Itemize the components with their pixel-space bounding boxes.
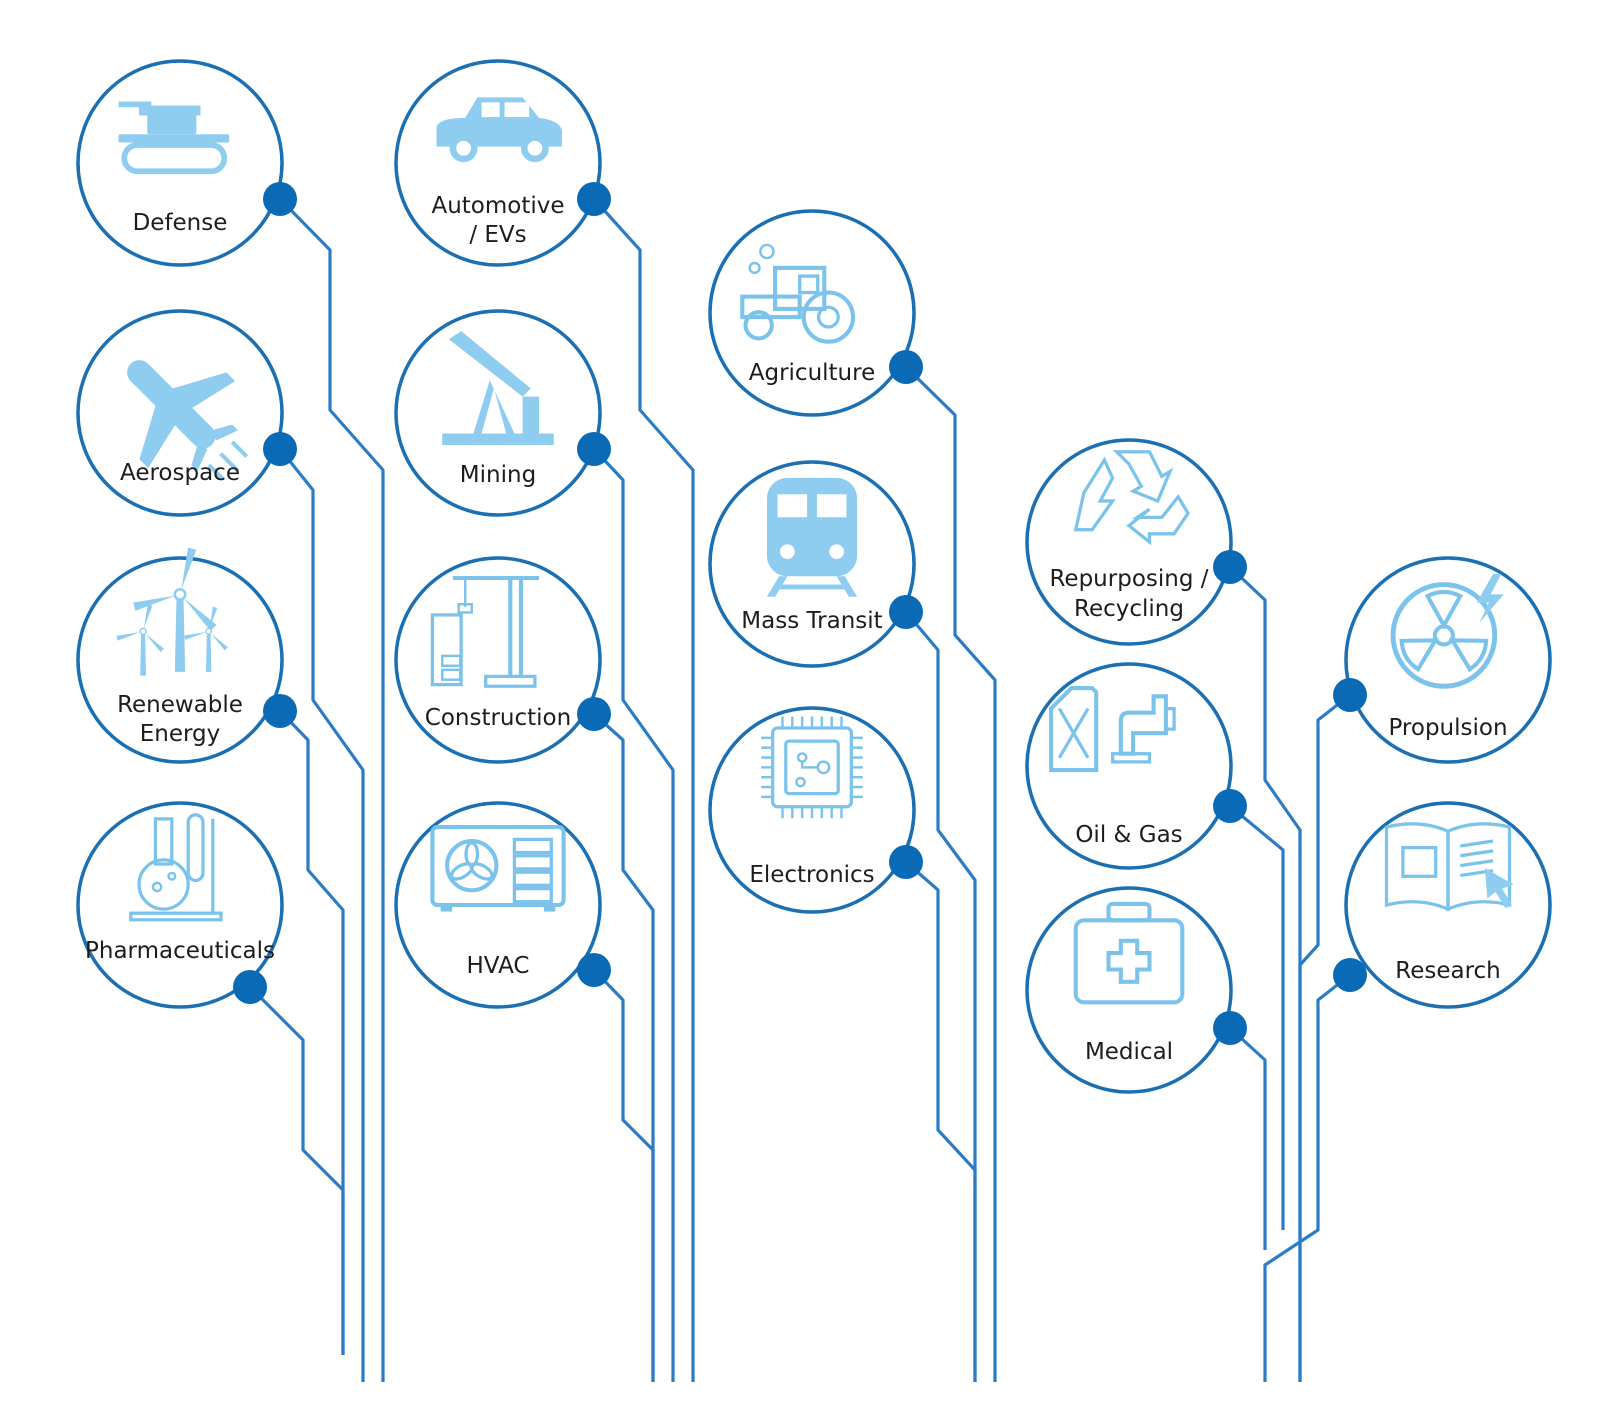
node-label: Electronics	[749, 862, 874, 888]
node-ring	[708, 209, 916, 417]
trace-defense	[278, 197, 385, 1382]
node-label: Agriculture	[749, 360, 876, 386]
node-label: Propulsion	[1388, 715, 1507, 741]
connector-dot	[577, 432, 611, 466]
node-ring	[1025, 662, 1233, 870]
trace-repurposing-recycling	[1228, 565, 1302, 1382]
fan-bolt-icon	[1390, 573, 1504, 689]
microchip-icon	[761, 716, 863, 819]
oil-pump-icon	[442, 331, 554, 445]
node-ring	[394, 309, 602, 517]
circuit-traces	[248, 197, 1351, 1382]
connector-dot	[577, 953, 611, 987]
node-label: Medical	[1085, 1039, 1173, 1065]
node-label: Aerospace	[120, 460, 240, 486]
trace-mining	[592, 447, 675, 1382]
node-construction: Construction	[394, 556, 611, 764]
trace-agriculture	[904, 365, 997, 1382]
node-label: Repurposing /	[1049, 566, 1208, 592]
node-medical: Medical	[1025, 886, 1247, 1094]
node-label: Oil & Gas	[1075, 822, 1182, 848]
connector-dot	[1213, 1011, 1247, 1045]
trace-mass-transit	[904, 610, 977, 1382]
air-conditioner-icon	[430, 825, 566, 912]
node-label: Research	[1395, 958, 1501, 984]
open-book-cursor-icon	[1384, 822, 1514, 912]
node-ring	[394, 556, 602, 764]
connector-dot	[233, 970, 267, 1004]
node-ring	[394, 59, 602, 267]
connector-dot	[1213, 550, 1247, 584]
trace-medical	[1228, 1026, 1267, 1250]
crane-icon	[430, 575, 539, 688]
tractor-icon	[740, 243, 856, 344]
wind-turbine-icon	[116, 547, 228, 676]
trace-pharmaceuticals	[248, 985, 345, 1355]
node-mass-transit: Mass Transit	[708, 460, 923, 668]
node-propulsion: Propulsion	[1333, 556, 1552, 764]
node-label: Defense	[133, 210, 228, 236]
connector-dot	[889, 595, 923, 629]
trace-automotive-evs	[592, 197, 695, 1382]
node-label: Renewable	[117, 692, 243, 718]
node-ring	[1344, 556, 1552, 764]
node-research: Research	[1333, 801, 1552, 1009]
tank-icon	[118, 101, 230, 175]
first-aid-kit-icon	[1073, 901, 1185, 1005]
node-repurposing-recycling: Repurposing / Recycling	[1025, 438, 1247, 646]
node-label: Construction	[425, 705, 571, 731]
connector-dot	[1213, 789, 1247, 823]
node-ring	[1025, 886, 1233, 1094]
node-defense: Defense	[76, 59, 297, 267]
train-icon	[766, 477, 858, 597]
node-electronics: Electronics	[708, 706, 923, 914]
trace-hvac	[592, 968, 655, 1382]
car-icon	[436, 97, 562, 163]
node-label: Energy	[140, 721, 221, 747]
connector-dot	[577, 697, 611, 731]
connector-dot	[263, 432, 297, 466]
trace-oil-gas	[1228, 804, 1285, 1230]
node-automotive-evs: Automotive / EVs	[394, 59, 611, 267]
node-label: Pharmaceuticals	[85, 938, 275, 964]
connector-dot	[889, 845, 923, 879]
trace-electronics	[904, 860, 977, 1382]
node-hvac: HVAC	[394, 801, 611, 1009]
node-ring	[76, 801, 284, 1009]
trace-aerospace	[278, 447, 365, 1382]
trace-construction	[592, 712, 655, 1382]
node-ring	[1025, 438, 1233, 646]
node-label: HVAC	[467, 953, 530, 979]
trace-propulsion	[1298, 693, 1351, 1382]
node-label: Mining	[460, 462, 536, 488]
connector-dot	[1333, 958, 1367, 992]
trace-research	[1263, 973, 1351, 1382]
lab-flask-icon	[129, 813, 223, 922]
node-agriculture: Agriculture	[708, 209, 923, 417]
node-mining: Mining	[394, 309, 611, 517]
node-oil-gas: Oil & Gas	[1025, 662, 1247, 870]
connector-dot	[263, 182, 297, 216]
node-pharmaceuticals: Pharmaceuticals	[76, 801, 284, 1009]
connector-dot	[889, 350, 923, 384]
industry-nodes: DefenseAerospaceRenewableEnergyPharmaceu…	[76, 59, 1552, 1094]
node-label: / EVs	[469, 222, 526, 248]
connector-dot	[577, 182, 611, 216]
jerrycan-faucet-icon	[1049, 686, 1176, 773]
node-aerospace: Aerospace	[76, 309, 297, 517]
recycle-icon	[1073, 450, 1190, 546]
node-label: Automotive	[431, 193, 564, 219]
connector-dot	[1333, 678, 1367, 712]
node-label: Recycling	[1074, 596, 1184, 622]
connector-dot	[263, 694, 297, 728]
trace-renewable-energy	[278, 709, 345, 1355]
airplane-icon	[127, 360, 249, 482]
node-label: Mass Transit	[741, 608, 882, 634]
node-ring	[76, 59, 284, 267]
